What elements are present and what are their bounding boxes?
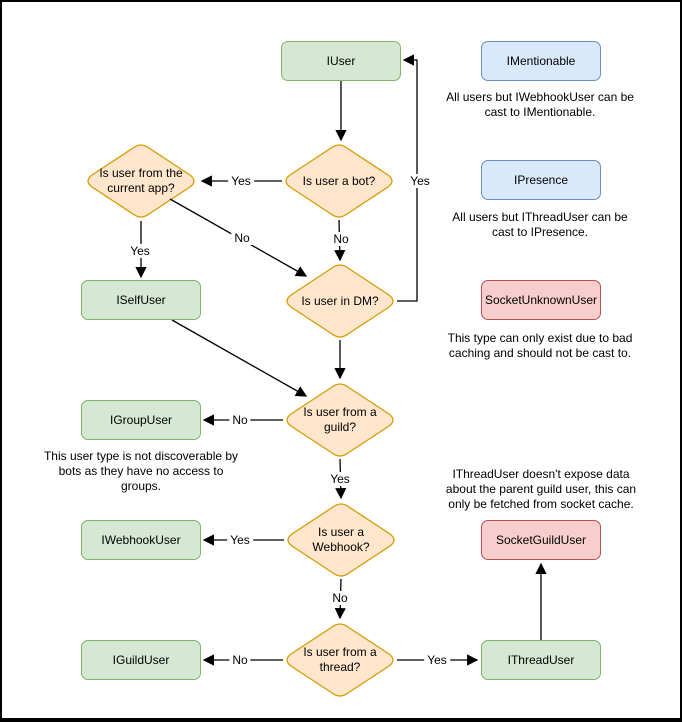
node-imentionable: IMentionable [481,41,601,81]
edge-label-webhook-yes: Yes [227,533,253,547]
node-ithreaduser: IThreadUser [481,640,601,680]
edge-label-bot-yes: Yes [228,174,254,188]
node-socketguilduser: SocketGuildUser [481,520,601,560]
edge-label-app-yes: Yes [127,244,153,258]
decision-shape-from-thread [286,623,394,697]
decision-shape-from-guild [286,383,394,457]
note-ipresence: All users but IThreadUser can be cast to… [452,210,628,239]
decision-shape-current-app [87,144,195,218]
node-iselfuser: ISelfUser [81,280,201,320]
edge-label-guild-no: No [229,413,251,427]
decision-label-from-thread: Is user from a thread? [303,645,377,674]
edge-label-webhook-no: No [329,591,351,605]
edge-label-thread-yes: Yes [424,653,450,667]
node-socketunknownuser: SocketUnknownUser [481,280,601,320]
edge-label-app-no: No [231,231,253,245]
node-iuser: IUser [281,41,401,81]
decision-shape-is-bot [285,144,393,218]
edge-label-thread-no: No [229,653,251,667]
decision-label-is-bot: Is user a bot? [302,173,376,188]
node-iguilduser: IGuildUser [81,640,201,680]
edge-label-dm-yes: Yes [407,174,433,188]
note-imentionable: All users but IWebhookUser can be cast t… [446,90,634,119]
decision-label-is-webhook: Is user a Webhook? [312,525,370,554]
edge-label-bot-no: No [330,232,352,246]
note-ithreaduser: IThreadUser doesn't expose data about th… [445,467,637,511]
node-ipresence: IPresence [481,160,601,200]
decision-label-current-app: Is user from the current app? [99,166,183,195]
note-igroupuser: This user type is not discoverable by bo… [43,449,239,493]
decision-label-in-dm: Is user in DM? [301,293,379,308]
note-socketunknownuser: This type can only exist due to bad cach… [447,331,633,360]
node-iwebhookuser: IWebhookUser [81,520,201,560]
edge-iselfuser-to-from-guild [171,319,308,397]
edge-label-guild-yes: Yes [327,472,353,486]
decision-shape-in-dm [286,264,394,338]
node-igroupuser: IGroupUser [81,400,201,440]
decision-label-from-guild: Is user from a guild? [303,405,377,434]
decision-shape-is-webhook [287,503,395,577]
